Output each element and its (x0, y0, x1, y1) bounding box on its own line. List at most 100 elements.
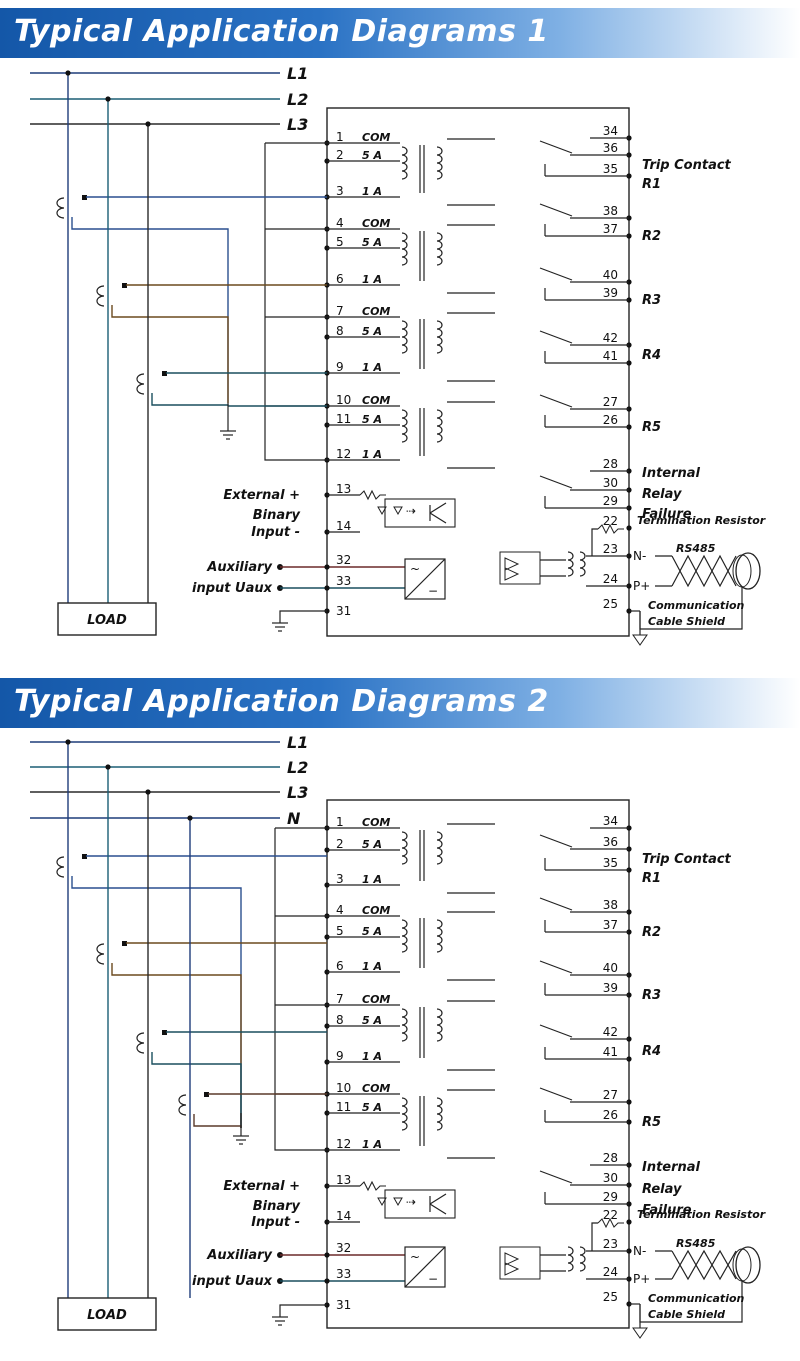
terminal-label: COM (362, 305, 390, 318)
p-plus-label: P+ (633, 579, 650, 593)
terminal-label: 5 A (362, 1101, 382, 1114)
terminal-number: 36 (603, 141, 618, 155)
relay-label-R1: R1 (642, 177, 661, 192)
terminal-number: 34 (603, 814, 618, 828)
terminal-label: COM (362, 1082, 390, 1095)
primary-coil (401, 919, 408, 953)
terminal-dot (324, 564, 330, 570)
terminal-label: COM (362, 394, 390, 407)
isolation-coil (567, 1246, 574, 1272)
phototransistor (429, 502, 447, 514)
terminal-number: 7 (336, 304, 344, 318)
chassis-ground-icon (632, 634, 648, 646)
ct-marker (162, 1030, 167, 1035)
phase-label: N (287, 809, 301, 828)
ac-symbol: ~ (410, 1250, 420, 1264)
load-box (57, 602, 157, 636)
phase-junction (105, 764, 111, 770)
terminal-label: 5 A (362, 925, 382, 938)
terminal-dot (324, 1252, 330, 1258)
cable-shield-label: Cable Shield (648, 1308, 725, 1321)
ground-wire (279, 610, 327, 623)
binary-input-label: Binary (253, 508, 301, 523)
terminal-number: 8 (336, 1013, 344, 1027)
contact-blade (539, 1024, 573, 1038)
contact-blade (539, 267, 573, 281)
current-transformer (136, 1032, 145, 1054)
relay-label-R4: R4 (642, 1044, 661, 1059)
terminal-number: 26 (603, 1108, 618, 1122)
terminal-number: 1 (336, 130, 344, 144)
driver-icon (504, 1252, 520, 1266)
terminal-number: 6 (336, 272, 344, 286)
isolation-coil (579, 551, 586, 577)
power-supply-box (404, 1246, 446, 1288)
terminal-number: 36 (603, 835, 618, 849)
terminal-label: 1 A (362, 873, 382, 886)
ct-marker (122, 283, 127, 288)
terminal-number: 31 (336, 1298, 351, 1312)
diode-icon (377, 506, 387, 516)
terminal-number: 37 (603, 918, 618, 932)
secondary-coil (436, 409, 443, 443)
terminal-number: 12 (336, 447, 351, 461)
primary-coil (401, 1008, 408, 1042)
termination-resistor-label: Termination Resistor (637, 514, 766, 527)
power-supply-diagonal (404, 1246, 446, 1288)
terminal-number: 6 (336, 959, 344, 973)
contact-blade (539, 475, 573, 489)
rs485-transceiver-box (499, 551, 541, 585)
contact-blade (539, 1087, 573, 1101)
optocoupler (384, 1189, 456, 1219)
terminal-label: 5 A (362, 325, 382, 338)
ct-return-wire (193, 1114, 242, 1128)
load-label: LOAD (87, 1308, 127, 1323)
trip-contact-label: Trip Contact (642, 158, 732, 173)
relay-label-R5: R5 (642, 1115, 661, 1130)
terminal-number: 23 (603, 542, 618, 556)
led-icon (393, 1197, 403, 1207)
terminal-number: 32 (336, 1241, 351, 1255)
primary-coil (401, 146, 408, 180)
primary-coil (401, 409, 408, 443)
terminal-number: 2 (336, 837, 344, 851)
terminal-number: 25 (603, 1290, 618, 1304)
phase-label: L1 (287, 64, 308, 83)
ct-marker (204, 1092, 209, 1097)
terminal-number: 3 (336, 872, 344, 886)
binary-input-label: External + (223, 488, 300, 503)
terminal-number: 30 (603, 1171, 618, 1185)
internal-failure-label: Internal (642, 1160, 701, 1175)
power-supply-diagonal (404, 558, 446, 600)
terminal-number: 26 (603, 413, 618, 427)
phase-label: L2 (287, 90, 308, 109)
driver-icon (504, 557, 520, 571)
ct-return-wire (151, 393, 229, 406)
current-transformer (56, 197, 65, 219)
contact-blade (539, 897, 573, 911)
ct-marker (82, 854, 87, 859)
cable-shield-label: Cable Shield (648, 615, 725, 628)
diagram-2-banner: Typical Application Diagrams 2 (0, 678, 800, 728)
terminal-number: 42 (603, 331, 618, 345)
ct-return-wire (151, 1052, 242, 1128)
dc-symbol: − (428, 584, 438, 598)
phototransistor (429, 512, 447, 524)
primary-coil (401, 320, 408, 354)
dc-symbol: − (428, 1272, 438, 1286)
terminal-label: COM (362, 993, 390, 1006)
terminal-number: 37 (603, 222, 618, 236)
terminal-label: 1 A (362, 185, 382, 198)
terminal-number: 11 (336, 1100, 351, 1114)
rs485-transceiver-box (499, 1246, 541, 1280)
terminal-label: 5 A (362, 413, 382, 426)
terminal-label: 1 A (362, 361, 382, 374)
terminal-number: 27 (603, 395, 618, 409)
communication-label: Communication (648, 599, 745, 612)
terminal-number: 25 (603, 597, 618, 611)
terminal-number: 4 (336, 903, 344, 917)
terminal-number: 14 (336, 519, 351, 533)
terminal-number: 14 (336, 1209, 351, 1223)
terminal-label: 5 A (362, 838, 382, 851)
